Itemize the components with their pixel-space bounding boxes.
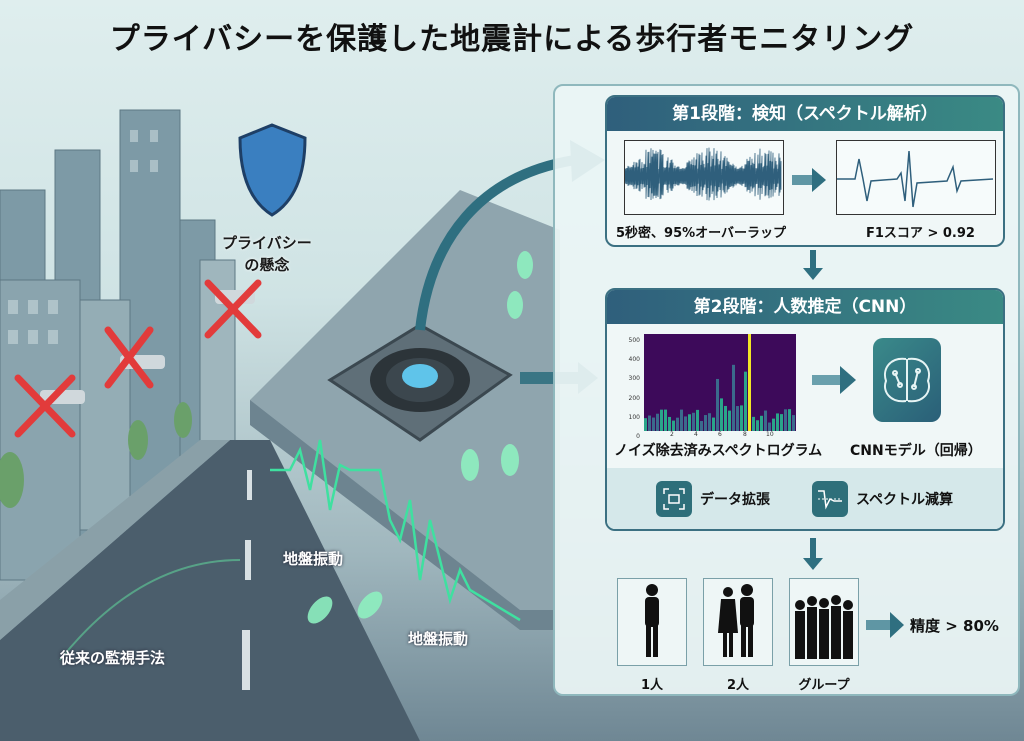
spectrogram-column [784, 409, 787, 431]
spectrogram-caption: ノイズ除去済みスペクトログラム [614, 440, 822, 460]
spectrogram-y-ticks: 5004003002001000 [626, 331, 640, 446]
arrow-right-icon [812, 366, 858, 394]
spectrogram-column [712, 418, 715, 431]
person-silhouette-icon [637, 583, 667, 659]
stage1-window-caption: 5秒密、95%オーバーラップ [616, 222, 786, 241]
spectrogram-column [656, 414, 659, 431]
stage1-f1-score: F1スコア > 0.92 [866, 222, 975, 241]
spectrogram-column [732, 365, 735, 431]
spectral-subtraction-label: スペクトル減算 [856, 489, 953, 509]
spectrogram-column [776, 413, 779, 431]
data-augmentation-label: データ拡張 [700, 489, 770, 509]
spectrogram-column [728, 411, 731, 431]
brain-icon [873, 338, 941, 422]
data-augmentation-icon [656, 481, 692, 517]
group-silhouette-icon [792, 593, 856, 659]
spectrogram-column [740, 405, 743, 431]
spectrogram-column [668, 417, 671, 431]
page-title: プライバシーを保護した地震計による歩行者モニタリング [0, 14, 1024, 58]
spectral-subtraction-icon [812, 481, 848, 517]
spectrogram-column [700, 421, 703, 431]
two-people-silhouette-icon [713, 583, 763, 659]
spectrogram-column [644, 418, 647, 431]
spectrogram-column [664, 410, 667, 431]
spectrogram-column [792, 415, 795, 431]
spectrogram-column [696, 410, 699, 431]
spectrogram-column [720, 398, 723, 431]
spectrogram-column [716, 379, 719, 431]
spectrogram-column [680, 410, 683, 431]
spectrogram-column [744, 372, 747, 431]
spectrogram-column [780, 414, 783, 431]
spectrogram-column [736, 406, 739, 431]
spectrogram-column [788, 409, 791, 431]
spectrogram-column [660, 410, 663, 431]
spectrogram-column [684, 416, 687, 431]
spectrogram-column [748, 334, 751, 431]
data-augmentation: データ拡張 [656, 481, 770, 517]
spectrogram-column [688, 414, 691, 431]
two-people-label: 2人 [693, 674, 783, 693]
spectrogram-column [752, 417, 755, 431]
spectral-subtraction: スペクトル減算 [812, 481, 953, 517]
group-box [789, 578, 859, 666]
spectrogram-column [672, 421, 675, 431]
detected-waveform-plot [836, 140, 996, 215]
spectrogram-column [760, 416, 763, 431]
ground-vibration-label: 地盤振動 [283, 548, 343, 569]
spectrogram-column [708, 413, 711, 431]
one-person-box [617, 578, 687, 666]
one-person-label: 1人 [607, 674, 697, 693]
cnn-model-caption: CNNモデル（回帰） [850, 440, 982, 460]
stage1-header: 第1段階：検知（スペクトル解析） [607, 97, 1003, 131]
ground-vibration-label: 地盤振動 [408, 628, 468, 649]
accuracy-label: 精度 > 80% [910, 615, 999, 636]
shield-icon [240, 125, 305, 215]
conventional-surveillance-label: 従来の監視手法 [60, 647, 165, 668]
spectrogram-column [652, 418, 655, 431]
spectrogram-column [764, 411, 767, 431]
arrow-down-icon [803, 558, 823, 570]
arrow-right-icon [866, 612, 906, 638]
spectrogram-column [676, 418, 679, 431]
arrow-down-icon [803, 268, 823, 280]
privacy-concern-label: プライバシーの懸念 [222, 232, 312, 276]
spectrogram-column [724, 406, 727, 431]
group-label: グループ [779, 674, 869, 693]
spectrogram-column [772, 419, 775, 431]
two-people-box [703, 578, 773, 666]
raw-waveform-plot [624, 140, 784, 215]
spectrogram-column [768, 423, 771, 431]
spectrogram-column [756, 420, 759, 431]
arrow-right-icon [792, 168, 828, 192]
spectrogram-column [704, 415, 707, 431]
denoised-spectrogram [644, 334, 796, 431]
stage2-header: 第2段階：人数推定（CNN） [607, 290, 1003, 324]
spectrogram-column [648, 416, 651, 431]
spectrogram-column [692, 413, 695, 431]
waveform-trace [625, 148, 781, 201]
